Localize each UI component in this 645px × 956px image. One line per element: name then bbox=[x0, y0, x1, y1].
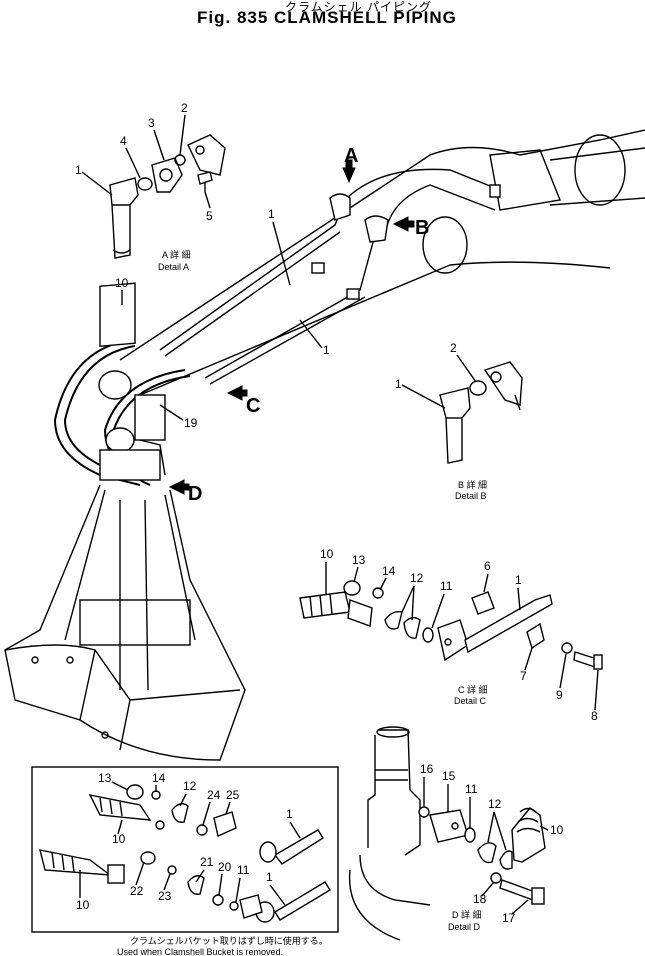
part-label: 6 bbox=[484, 559, 491, 573]
detail-d: 16 15 11 12 10 18 17 D 詳 細 Detail D bbox=[348, 726, 564, 941]
main-labels: 1 1 10 19 bbox=[115, 207, 330, 430]
part-label: 11 bbox=[465, 782, 478, 796]
part-label: 14 bbox=[152, 771, 166, 785]
figure-title: Fig. 835 CLAMSHELL PIPING bbox=[197, 8, 457, 27]
part-label: 10 bbox=[320, 547, 334, 561]
part-label: 1 bbox=[286, 807, 293, 821]
part-label: 21 bbox=[200, 855, 214, 869]
detail-d-caption: Detail D bbox=[448, 922, 481, 932]
detail-d-jp: D 詳 細 bbox=[452, 909, 482, 920]
part-label: 12 bbox=[488, 797, 502, 811]
callout-b-label: B bbox=[415, 217, 429, 239]
part-label: 17 bbox=[502, 911, 516, 925]
part-label: 8 bbox=[591, 709, 598, 723]
part-label: 20 bbox=[218, 860, 232, 874]
part-label: 18 bbox=[473, 892, 487, 906]
swivel-hoses bbox=[53, 282, 191, 486]
detail-a-caption: Detail A bbox=[158, 262, 189, 272]
part-label: 10 bbox=[115, 276, 129, 290]
clamshell-bucket bbox=[4, 484, 246, 761]
part-label: 12 bbox=[410, 571, 424, 585]
part-label: 2 bbox=[450, 341, 457, 355]
inset-note-jp: クラムシェルバケット取りはずし時に使用する。 bbox=[130, 935, 328, 946]
part-label: 14 bbox=[382, 564, 396, 578]
part-label: 1 bbox=[75, 163, 82, 177]
part-label: 1 bbox=[268, 207, 275, 221]
part-label: 11 bbox=[237, 863, 250, 877]
callout-d-label: D bbox=[188, 483, 202, 505]
detail-b-jp: B 詳 細 bbox=[458, 479, 487, 490]
boom-pipes bbox=[159, 168, 501, 385]
part-label: 22 bbox=[130, 884, 144, 898]
boom-structure bbox=[119, 129, 645, 396]
part-label: 1 bbox=[515, 573, 522, 587]
callout-c-label: C bbox=[246, 395, 260, 417]
part-label: 16 bbox=[420, 762, 434, 776]
part-label: 13 bbox=[98, 771, 112, 785]
part-label: 23 bbox=[158, 889, 172, 903]
part-label: 11 bbox=[440, 579, 453, 593]
part-label: 25 bbox=[226, 788, 240, 802]
part-label: 1 bbox=[323, 343, 330, 357]
detail-b-caption: Detail B bbox=[455, 491, 487, 501]
figure-title-japanese: クラムシェル パイピング bbox=[285, 0, 432, 14]
detail-c-caption: Detail C bbox=[454, 696, 487, 706]
part-label: 15 bbox=[442, 769, 456, 783]
part-label: 4 bbox=[120, 134, 127, 148]
detail-a-jp: A 詳 細 bbox=[162, 249, 191, 260]
inset-note: Used when Clamshell Bucket is removed. bbox=[117, 947, 283, 956]
part-label: 5 bbox=[206, 209, 213, 223]
part-label: 9 bbox=[556, 688, 563, 702]
detail-c: 10 13 14 12 11 6 1 7 9 8 C 詳 細 Detail C bbox=[299, 547, 603, 723]
detail-b: 1 2 B 詳 細 Detail B bbox=[395, 341, 523, 501]
detail-a: 1 2 3 4 5 A 詳 細 Detail A bbox=[75, 101, 226, 272]
callout-arrows: A B C D bbox=[168, 145, 429, 505]
part-label: 2 bbox=[181, 101, 188, 115]
part-label: 1 bbox=[266, 870, 273, 884]
part-label: 12 bbox=[183, 779, 197, 793]
part-label: 10 bbox=[550, 823, 564, 837]
detail-c-jp: C 詳 細 bbox=[458, 684, 488, 695]
part-label: 1 bbox=[395, 377, 402, 391]
part-label: 7 bbox=[520, 669, 527, 683]
part-label: 10 bbox=[112, 832, 126, 846]
part-label: 3 bbox=[148, 116, 155, 130]
part-label: 19 bbox=[184, 416, 198, 430]
part-label: 24 bbox=[207, 788, 221, 802]
part-label: 10 bbox=[76, 898, 90, 912]
part-label: 13 bbox=[352, 553, 366, 567]
inset-panel: 13 14 12 24 25 1 10 21 20 11 22 23 1 10 … bbox=[31, 766, 339, 956]
